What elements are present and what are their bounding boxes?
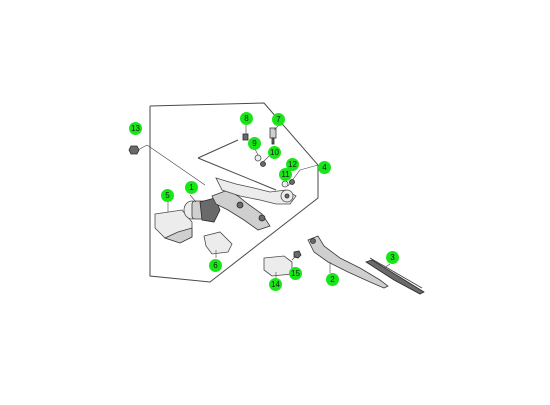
part-1-wiper-motor xyxy=(183,197,221,223)
callout-1[interactable]: 1 xyxy=(185,181,198,194)
part-8-bolt xyxy=(242,133,249,141)
callout-6[interactable]: 6 xyxy=(209,259,222,272)
part-9-washer xyxy=(254,154,262,162)
callout-3[interactable]: 3 xyxy=(386,251,399,264)
callout-13[interactable]: 13 xyxy=(129,122,142,135)
part-4-linkage xyxy=(197,139,319,231)
part-12-nut xyxy=(289,179,295,185)
part-14-pivot-cap xyxy=(263,255,293,277)
callout-15[interactable]: 15 xyxy=(289,267,302,280)
part-5-motor-cover xyxy=(154,209,193,244)
part-13-nut xyxy=(128,144,206,186)
callout-2[interactable]: 2 xyxy=(326,273,339,286)
callout-12[interactable]: 12 xyxy=(286,158,299,171)
assembly-boundary xyxy=(149,102,319,283)
part-11-cap xyxy=(281,180,289,188)
part-10-nut xyxy=(260,161,266,167)
callout-5[interactable]: 5 xyxy=(161,189,174,202)
callout-14[interactable]: 14 xyxy=(269,278,282,291)
callout-7[interactable]: 7 xyxy=(272,113,285,126)
part-6-boot xyxy=(203,231,233,255)
part-7-stud xyxy=(269,127,277,145)
callout-4[interactable]: 4 xyxy=(318,161,331,174)
callout-10[interactable]: 10 xyxy=(268,146,281,159)
callout-11[interactable]: 11 xyxy=(279,168,292,181)
part-3-wiper-blade xyxy=(365,257,425,295)
callout-8[interactable]: 8 xyxy=(240,112,253,125)
part-2-wiper-arm xyxy=(307,235,389,289)
callout-9[interactable]: 9 xyxy=(248,137,261,150)
